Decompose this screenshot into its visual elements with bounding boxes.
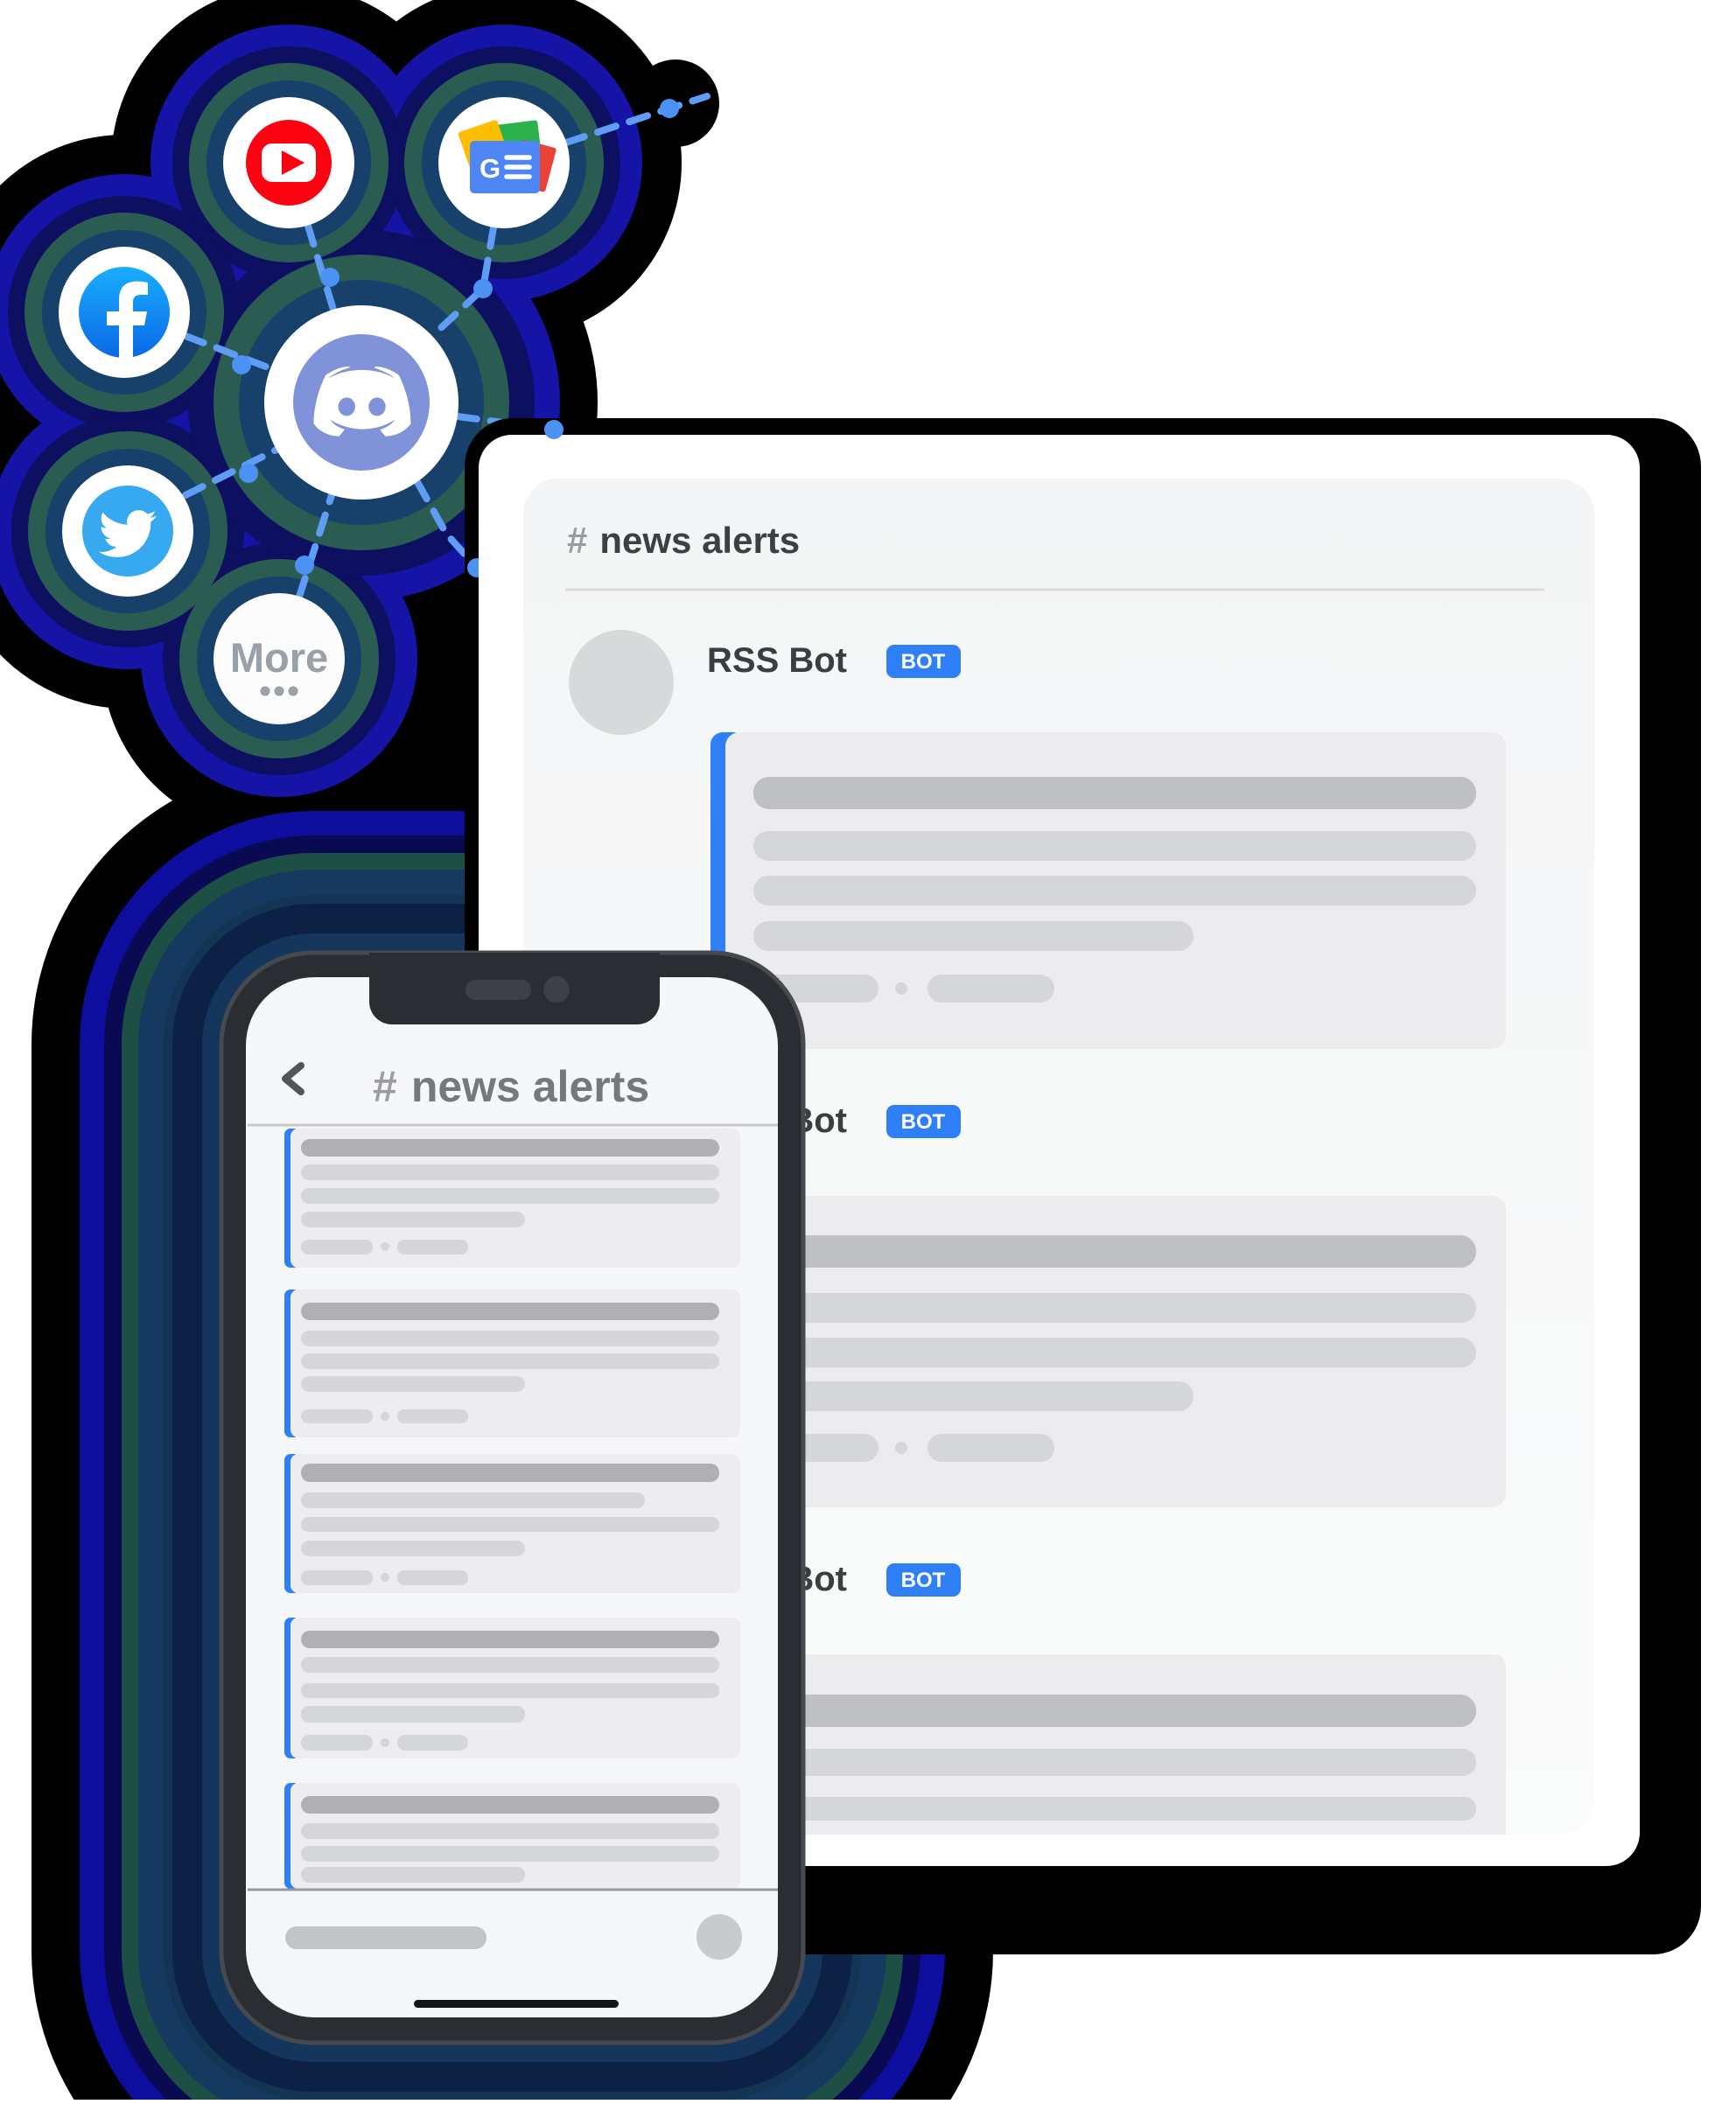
svg-text:RSS Bot: RSS Bot xyxy=(707,641,847,680)
svg-text:BOT: BOT xyxy=(901,1110,946,1134)
svg-text:BOT: BOT xyxy=(901,650,946,674)
svg-text:#news alerts: #news alerts xyxy=(373,1062,649,1111)
svg-text:#news alerts: #news alerts xyxy=(567,520,800,561)
svg-text:BOT: BOT xyxy=(901,1569,946,1592)
svg-text:G: G xyxy=(480,153,500,184)
svg-text:More: More xyxy=(230,634,328,681)
